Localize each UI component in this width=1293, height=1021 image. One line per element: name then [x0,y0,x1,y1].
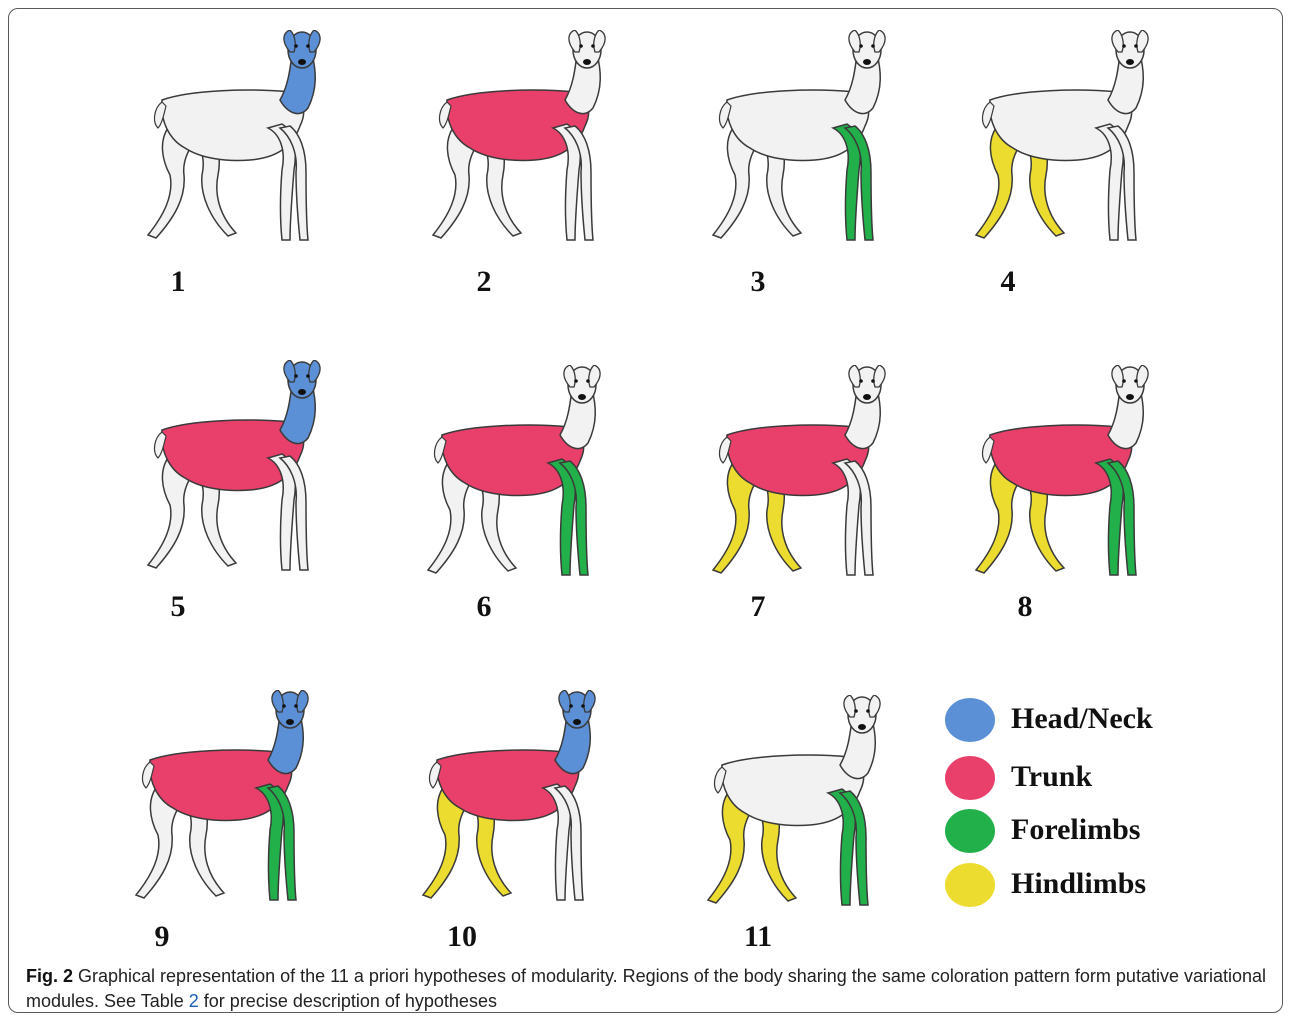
deer-head-neck [845,30,885,114]
legend-swatch-forelimbs [945,809,995,853]
panel-number-1: 1 [138,265,218,299]
deer-head-neck [840,695,880,779]
legend-item-forelimbs: Forelimbs [945,809,1205,855]
deer-panel-1 [140,30,340,250]
caption-table-link[interactable]: 2 [189,991,199,1011]
deer-panel-2 [425,30,625,250]
deer-panel-6 [420,365,620,585]
panel-number-7: 7 [718,590,798,624]
deer-head-neck [1108,30,1148,114]
deer-panel-10 [415,690,615,910]
deer-head-neck [280,30,320,114]
legend-item-head-neck: Head/Neck [945,698,1205,744]
deer-panel-5 [140,360,340,580]
panel-number-8: 8 [985,590,1065,624]
panel-number-10: 10 [422,920,502,954]
legend-item-trunk: Trunk [945,756,1205,802]
deer-panel-8 [968,365,1168,585]
deer-panel-11 [700,695,900,915]
deer-head-neck [280,360,320,444]
deer-head-neck [1108,365,1148,449]
deer-panel-4 [968,30,1168,250]
deer-head-neck [845,365,885,449]
deer-head-neck [555,690,595,774]
deer-panel-3 [705,30,905,250]
legend-swatch-head-neck [945,698,995,742]
legend-item-hindlimbs: Hindlimbs [945,863,1205,909]
panel-number-3: 3 [718,265,798,299]
figure-caption: Fig. 2 Graphical representation of the 1… [26,964,1271,1014]
legend-swatch-trunk [945,756,995,800]
legend-label-forelimbs: Forelimbs [1011,813,1140,847]
panel-number-2: 2 [444,265,524,299]
legend-swatch-hindlimbs [945,863,995,907]
panel-number-9: 9 [122,920,202,954]
deer-panel-9 [128,690,328,910]
panel-number-5: 5 [138,590,218,624]
deer-panel-7 [705,365,905,585]
deer-head-neck [560,365,600,449]
deer-head-neck [565,30,605,114]
panel-number-4: 4 [968,265,1048,299]
caption-fig-label: Fig. 2 [26,966,73,986]
legend-label-trunk: Trunk [1011,760,1092,794]
legend-label-hindlimbs: Hindlimbs [1011,867,1146,901]
legend-label-head-neck: Head/Neck [1011,702,1153,736]
caption-text-end: for precise description of hypotheses [199,991,497,1011]
deer-head-neck [268,690,308,774]
panel-number-6: 6 [444,590,524,624]
panel-number-11: 11 [718,920,798,954]
